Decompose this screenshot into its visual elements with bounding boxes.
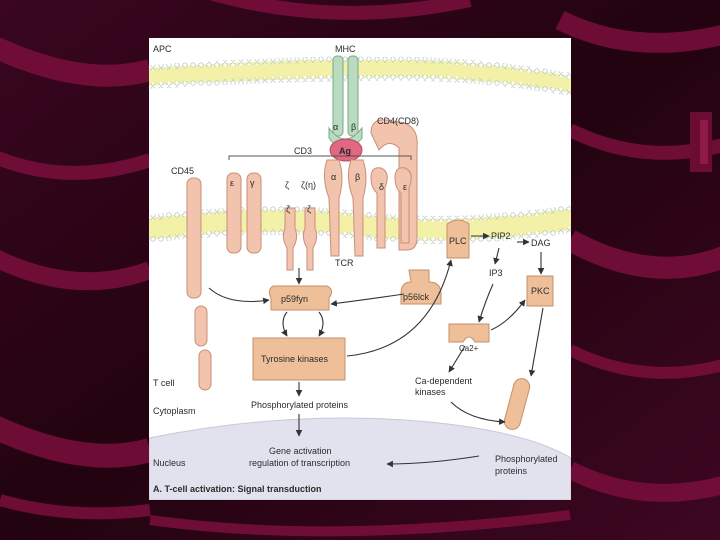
label-tcr: TCR — [335, 258, 354, 268]
cd45-seg-1 — [195, 306, 207, 346]
label-cytoplasm: Cytoplasm — [153, 406, 196, 416]
label-phos-right-1: Phosphorylated — [495, 454, 558, 464]
label-alpha-tcr: α — [331, 172, 336, 182]
figure-caption: A. T-cell activation: Signal transductio… — [153, 484, 322, 494]
label-pip2: PIP2 — [491, 231, 511, 241]
label-phos-right-2: proteins — [495, 466, 528, 476]
tcell-activation-figure: APC MHC α β Ag CD4(CD8) CD3 CD45 ε γ ζ ζ… — [149, 38, 571, 500]
cd45-seg-2 — [199, 350, 211, 390]
label-ca-dependent-1: Ca-dependent — [415, 376, 473, 386]
label-gene-activation-1: Gene activation — [269, 446, 332, 456]
label-epsilon2: ε — [403, 182, 407, 192]
label-gamma: γ — [250, 178, 255, 188]
label-plc: PLC — [449, 236, 467, 246]
label-zeta-b: ζ — [307, 204, 311, 214]
label-p59fyn: p59fyn — [281, 294, 308, 304]
label-gene-activation-2: regulation of transcription — [249, 458, 350, 468]
label-beta-tcr: β — [355, 172, 360, 182]
label-phosphorylated-proteins: Phosphorylated proteins — [251, 400, 349, 410]
label-cd3: CD3 — [294, 146, 312, 156]
label-cd45: CD45 — [171, 166, 194, 176]
ornament-line — [700, 120, 708, 164]
label-apc: APC — [153, 44, 172, 54]
label-ca: Ca2+ — [459, 344, 479, 353]
label-mhc: MHC — [335, 44, 356, 54]
label-zeta-eta: ζ(η) — [301, 180, 316, 190]
label-tyrosine-kinases: Tyrosine kinases — [261, 354, 329, 364]
label-cd4cd8: CD4(CD8) — [377, 116, 419, 126]
label-beta-top: β — [351, 122, 356, 132]
label-nucleus: Nucleus — [153, 458, 186, 468]
label-alpha-top: α — [333, 122, 338, 132]
cd45-extracellular — [187, 178, 201, 298]
label-epsilon1: ε — [230, 178, 234, 188]
slide-corner-ornament — [690, 112, 712, 172]
label-ip3: IP3 — [489, 268, 503, 278]
label-pkc: PKC — [531, 286, 550, 296]
label-ag: Ag — [339, 146, 351, 156]
label-ca-dependent-2: kinases — [415, 387, 446, 397]
label-zeta: ζ — [285, 180, 289, 190]
label-t-cell: T cell — [153, 378, 174, 388]
label-dag: DAG — [531, 238, 551, 248]
label-delta: δ — [379, 182, 384, 192]
label-p56lck: p56lck — [403, 292, 430, 302]
label-zeta-a: ζ — [286, 204, 290, 214]
